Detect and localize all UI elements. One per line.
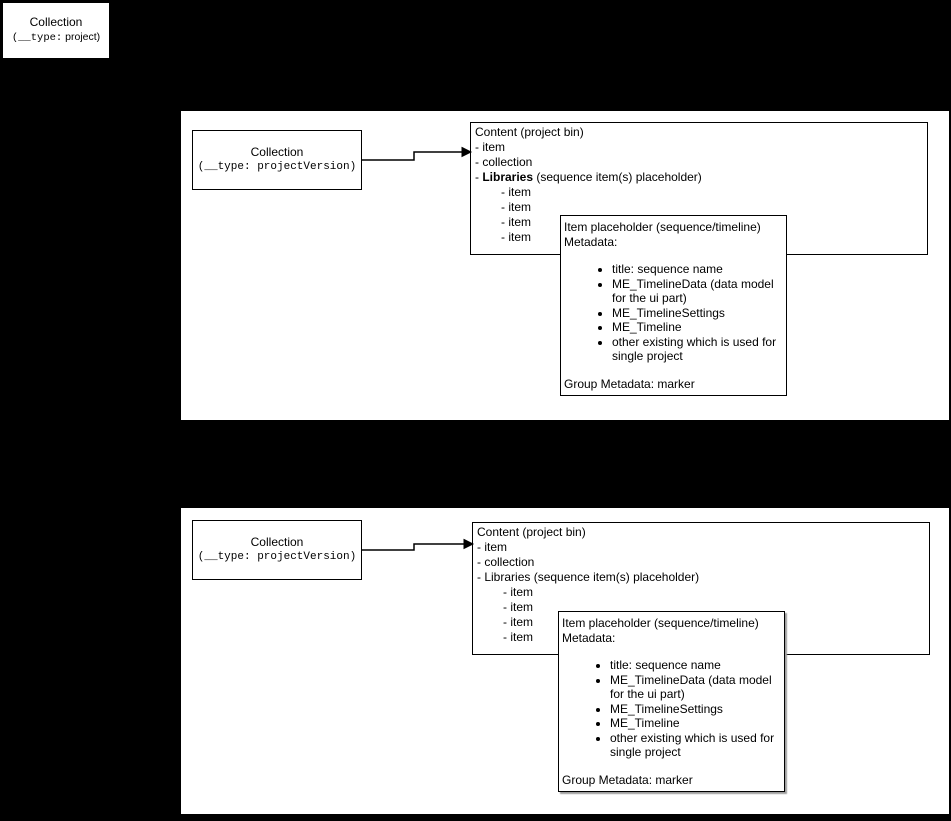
content-sub-item: - item — [503, 615, 533, 629]
metadata-list: title: sequence name ME_TimelineData (da… — [564, 262, 783, 364]
collection-version-node: Collection (__type: projectVersion) — [192, 520, 362, 580]
placeholder-subtitle: Metadata: — [564, 234, 618, 249]
metadata-list: title: sequence name ME_TimelineData (da… — [562, 658, 781, 760]
placeholder-footer: Group Metadata: marker — [564, 376, 695, 391]
content-sub-item: - item — [503, 600, 533, 614]
placeholder-title: Item placeholder (sequence/timeline) — [564, 220, 761, 234]
content-line-collection: - collection — [477, 555, 535, 569]
collection-version-node: Collection (__type: projectVersion) — [192, 130, 362, 190]
placeholder-footer: Group Metadata: marker — [562, 772, 693, 787]
metadata-item: ME_TimelineSettings — [610, 702, 781, 717]
metadata-item: other existing which is used for single … — [610, 731, 781, 760]
content-sub-item: - item — [501, 185, 531, 199]
placeholder-title: Item placeholder (sequence/timeline) — [562, 616, 759, 630]
placeholder-subtitle: Metadata: — [562, 630, 616, 645]
metadata-item: ME_TimelineSettings — [612, 306, 783, 321]
content-title: Content (project bin) — [477, 525, 586, 539]
content-sub-item: - item — [503, 630, 533, 644]
root-collection-node: Collection (__type: project) — [2, 2, 110, 59]
collection-title: Collection — [250, 145, 304, 159]
diagram-panel-1: Collection (__type: projectVersion) Cont… — [181, 111, 949, 420]
collection-type: (__type: projectVersion) — [197, 551, 357, 563]
diagram-panel-2: Collection (__type: projectVersion) Cont… — [181, 508, 949, 814]
metadata-item: ME_Timeline — [612, 320, 783, 335]
content-sub-item: - item — [501, 215, 531, 229]
content-sub-item: - item — [501, 230, 531, 244]
metadata-item: ME_TimelineData (data model for the ui p… — [610, 673, 781, 702]
collection-title: Collection — [250, 535, 304, 549]
metadata-item: title: sequence name — [610, 658, 781, 673]
content-line-item: - item — [477, 540, 507, 554]
item-placeholder-node: Item placeholder (sequence/timeline) Met… — [560, 215, 787, 396]
root-collection-type: (__type: project) — [11, 31, 101, 44]
content-bin-node: Content (project bin) - item - collectio… — [470, 122, 928, 255]
collection-type: (__type: projectVersion) — [197, 161, 357, 173]
metadata-item: other existing which is used for single … — [612, 335, 783, 364]
content-sub-item: - item — [503, 585, 533, 599]
content-line-item: - item — [475, 140, 505, 154]
metadata-item: ME_TimelineData (data model for the ui p… — [612, 277, 783, 306]
item-placeholder-node: Item placeholder (sequence/timeline) Met… — [558, 611, 785, 792]
content-line-libraries: - Libraries (sequence item(s) placeholde… — [475, 170, 702, 184]
content-line-libraries: - Libraries (sequence item(s) placeholde… — [477, 570, 700, 584]
content-sub-item: - item — [501, 200, 531, 214]
metadata-item: title: sequence name — [612, 262, 783, 277]
metadata-item: ME_Timeline — [610, 716, 781, 731]
content-line-collection: - collection — [475, 155, 533, 169]
root-collection-title: Collection — [29, 15, 83, 29]
content-title: Content (project bin) — [475, 125, 584, 139]
